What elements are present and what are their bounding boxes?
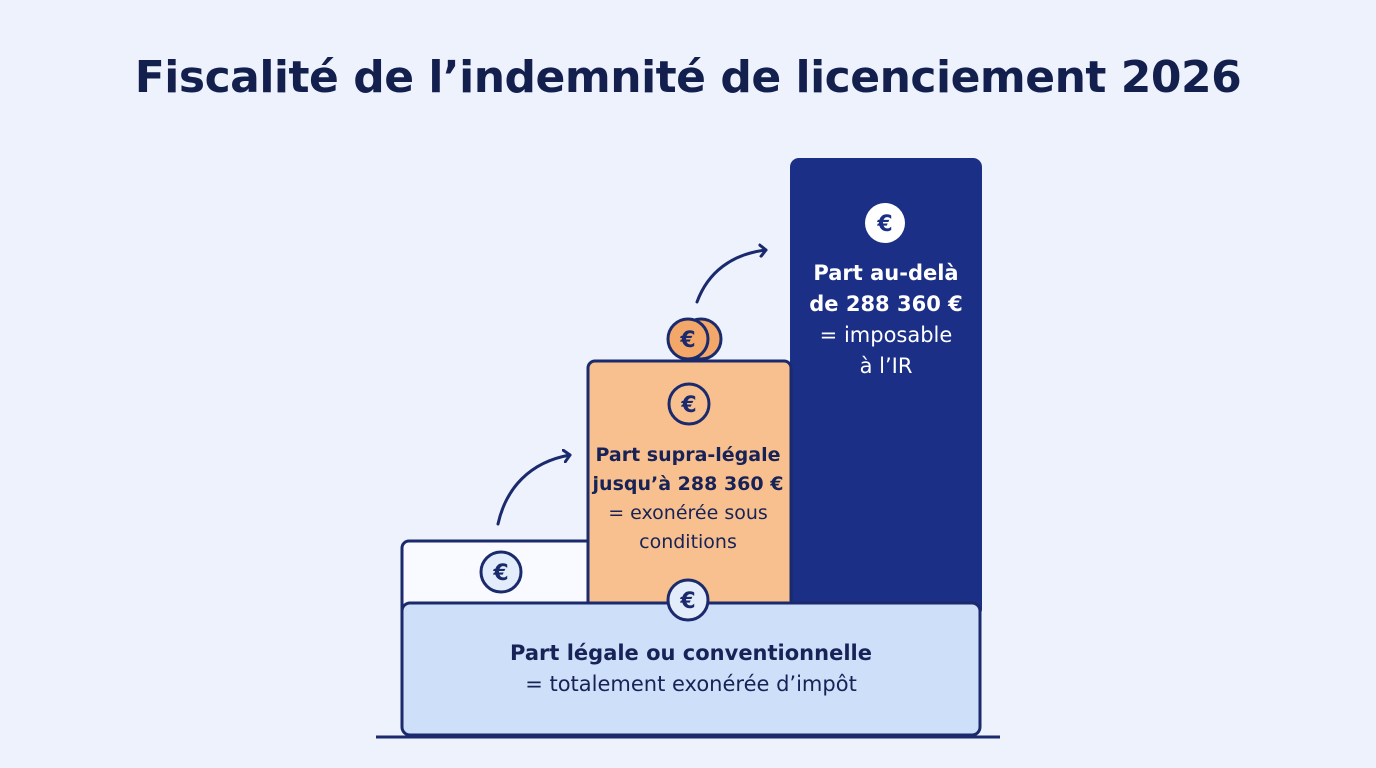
- label-line: conditions: [639, 531, 737, 553]
- block-above-threshold: [790, 158, 982, 618]
- label-line: = totalement exonérée d’impôt: [525, 672, 857, 696]
- label-line: jusqu’à 288 360 €: [592, 473, 784, 495]
- coin-symbol: €: [680, 393, 696, 418]
- curved-arrow-icon: [695, 250, 768, 304]
- euro-coin-icon: €: [479, 550, 523, 594]
- label-line: de 288 360 €: [809, 292, 963, 316]
- label-line: Part au-delà: [813, 261, 959, 285]
- label-line: = imposable: [819, 323, 953, 347]
- euro-coin-icon: €: [865, 203, 905, 243]
- coin-symbol: €: [679, 589, 695, 614]
- coin-symbol: €: [876, 212, 892, 237]
- curved-arrow-icon: [496, 455, 572, 526]
- coin-symbol: €: [492, 561, 508, 586]
- label-line: Part supra-légale: [595, 444, 781, 466]
- label-line: = exonérée sous: [608, 502, 768, 524]
- euro-coin-icon: €: [667, 382, 711, 426]
- coin-symbol: €: [679, 328, 695, 353]
- euro-coin-icon: €: [666, 578, 710, 622]
- label-line: Part légale ou conventionnelle: [510, 641, 872, 665]
- label-above-threshold: Part au-delà de 288 360 € = imposable à …: [790, 258, 982, 382]
- coin-stack-icon: €: [666, 317, 723, 361]
- page-title: Fiscalité de l’indemnité de licenciement…: [134, 52, 1242, 103]
- label-line: à l’IR: [859, 354, 913, 378]
- label-supra-legale: Part supra-légale jusqu’à 288 360 € = ex…: [588, 441, 788, 557]
- label-legale: Part légale ou conventionnelle = totalem…: [402, 638, 980, 700]
